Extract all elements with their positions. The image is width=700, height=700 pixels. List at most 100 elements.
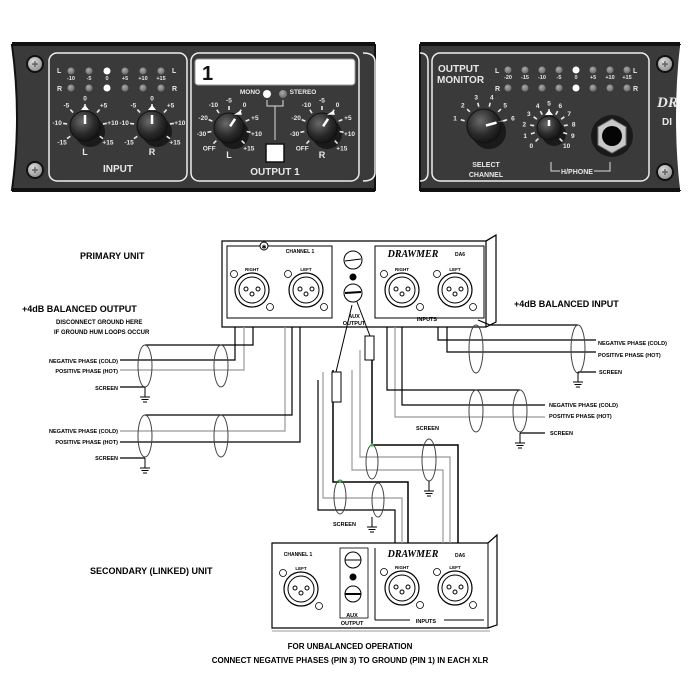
- knob-scale-label: -10: [119, 120, 129, 127]
- svg-text:✚: ✚: [662, 60, 669, 69]
- wire-label-positive: POSITIVE PHASE (HOT): [55, 440, 118, 446]
- knob-scale-label: 3: [527, 111, 531, 118]
- stereo-led: [279, 90, 287, 98]
- xlr-label: LEFT: [449, 267, 460, 272]
- xlr-label: RIGHT: [245, 267, 259, 272]
- aux-jack-right[interactable]: [343, 283, 363, 303]
- wire-label-screen: SCREEN: [599, 370, 622, 376]
- model-name-partial: DI: [662, 117, 672, 128]
- inputs-label: INPUTS: [417, 317, 438, 323]
- knob-indicator: [497, 120, 507, 122]
- xlr-pin: [399, 589, 405, 595]
- knob-body[interactable]: [466, 108, 502, 144]
- xlr-pin: [393, 286, 399, 292]
- knob-tick: [339, 130, 344, 134]
- mono-stereo-button[interactable]: [265, 143, 285, 163]
- meter-scale-label: +10: [605, 75, 614, 81]
- knob-label: R: [149, 147, 156, 157]
- meter-led: [157, 67, 165, 75]
- stereo-label: STEREO: [290, 89, 317, 96]
- knob-tick: [534, 138, 539, 143]
- secondary-input-right-xlr[interactable]: RIGHT: [380, 565, 424, 609]
- wire-label-screen: SCREEN: [416, 426, 439, 432]
- cable-shield: [213, 344, 229, 388]
- meter-row-label: R: [172, 86, 177, 93]
- meter-scale-label: -15: [521, 75, 529, 81]
- meter-led: [504, 66, 512, 74]
- screw-icon: ✚: [656, 55, 674, 73]
- ground-icon: [367, 517, 377, 533]
- primary-channel-left-xlr[interactable]: LEFT: [284, 267, 328, 311]
- secondary-channel-left-xlr[interactable]: LEFT: [279, 566, 323, 610]
- junction-dot: [370, 443, 374, 447]
- channel-label: CHANNEL: [469, 172, 504, 179]
- xlr-pin: [399, 291, 405, 297]
- xlr-pin: [303, 291, 309, 297]
- meter-scale-label: -20: [504, 75, 512, 81]
- knob-body[interactable]: [213, 112, 245, 144]
- screw-icon: [469, 303, 477, 311]
- knob-scale-label: 0: [336, 102, 340, 109]
- svg-text:✱: ✱: [261, 244, 266, 251]
- input-knob-left[interactable]: -15-10-50+5+10+15: [52, 96, 119, 148]
- headphone-jack[interactable]: [591, 115, 633, 157]
- meter-scale-label: +10: [138, 76, 147, 82]
- junction-dot: [338, 479, 342, 483]
- xlr-pin: [458, 286, 464, 292]
- knob-tick: [216, 109, 220, 114]
- meter-scale-label: +5: [122, 76, 128, 82]
- knob-tick: [338, 118, 343, 122]
- secondary-input-left-xlr[interactable]: LEFT: [433, 565, 477, 609]
- knob-scale-label: 10: [563, 143, 571, 150]
- output-knob-left[interactable]: OFF-30-20-10-50+5+10+15: [197, 98, 263, 153]
- primary-input-right-xlr[interactable]: RIGHT: [380, 267, 424, 311]
- aux-jack-right[interactable]: [344, 585, 362, 603]
- screw-icon: [469, 601, 477, 609]
- cable-shield: [365, 444, 379, 480]
- input-knob-right[interactable]: -15-10-50+5+10+15: [119, 96, 186, 148]
- meter-scale-label: +15: [156, 76, 165, 82]
- meter-scale-label: +15: [622, 75, 631, 81]
- inputs-label: INPUTS: [416, 619, 437, 625]
- knob-scale-label: +5: [100, 103, 108, 110]
- knob-body[interactable]: [136, 110, 168, 142]
- screw-icon: [266, 303, 274, 311]
- primary-channel-right-xlr[interactable]: RIGHT: [230, 267, 274, 311]
- primary-input-left-xlr[interactable]: LEFT: [433, 267, 477, 311]
- knob-indicator: [148, 105, 156, 110]
- knob-scale-label: +10: [251, 131, 262, 138]
- knob-body[interactable]: [536, 115, 562, 141]
- knob-scale-label: 3: [474, 95, 478, 102]
- screw-icon: [416, 303, 424, 311]
- knob-scale-label: -20: [198, 115, 208, 122]
- disconnect-note: IF GROUND HUM LOOPS OCCUR: [54, 330, 150, 336]
- knob-body[interactable]: [306, 112, 338, 144]
- wire-label-positive: POSITIVE PHASE (HOT): [598, 353, 661, 359]
- knob-tick: [246, 130, 251, 134]
- meter-led: [606, 66, 614, 74]
- meter-led: [67, 84, 75, 92]
- aux-jack-left[interactable]: [344, 551, 362, 569]
- channel-name-text: 1: [202, 63, 213, 85]
- primary-unit-label: PRIMARY UNIT: [80, 251, 145, 261]
- meter-scale-label: 0: [105, 76, 108, 82]
- knob-body[interactable]: [69, 110, 101, 142]
- knob-scale-label: +5: [167, 103, 175, 110]
- knob-scale-label: OFF: [296, 145, 309, 152]
- ground-screw-icon: [349, 273, 357, 281]
- mono-label: MONO: [240, 89, 260, 96]
- meter-row-label: R: [495, 86, 500, 93]
- aux-jack-left[interactable]: [343, 250, 363, 270]
- xlr-pin: [249, 291, 255, 297]
- screw-icon: ✚: [26, 161, 44, 179]
- wire-label-positive: POSITIVE PHASE (HOT): [549, 414, 612, 420]
- aux-output-label: OUTPUT: [343, 321, 366, 327]
- output-knob-right[interactable]: OFF-30-20-10-50+5+10+15: [290, 98, 356, 153]
- knob-tick: [460, 119, 465, 122]
- channel-name-display[interactable]: [194, 58, 356, 86]
- knob-tick: [66, 135, 71, 140]
